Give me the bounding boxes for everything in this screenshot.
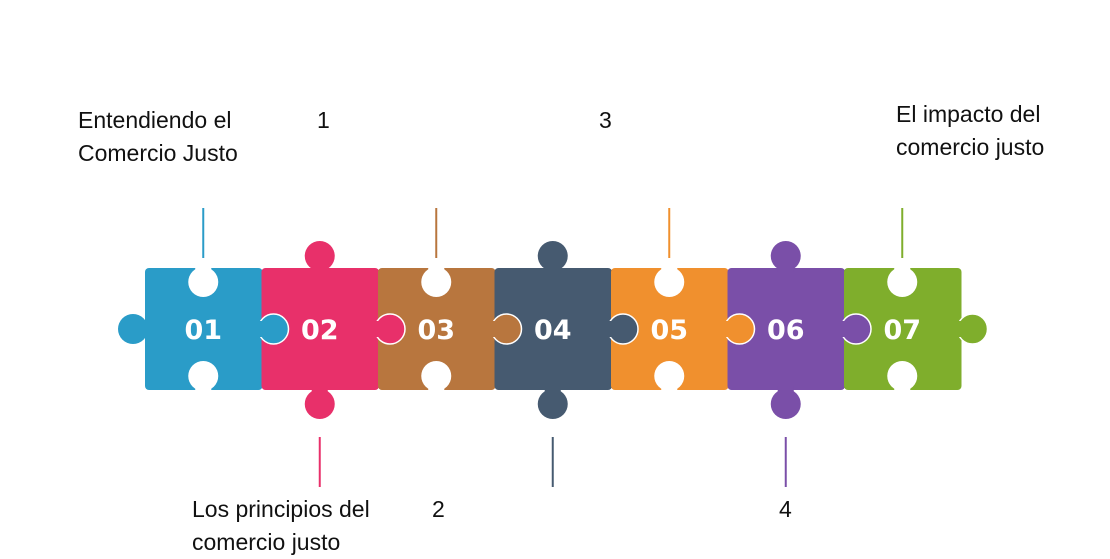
piece-number-05: 05 bbox=[650, 315, 688, 346]
puzzle-hole-neck-01 bbox=[195, 266, 212, 276]
puzzle-knob-neck-01 bbox=[255, 321, 268, 337]
puzzle-knob-neck-06 bbox=[838, 321, 850, 337]
puzzle-hole-neck-01 bbox=[195, 382, 212, 392]
puzzle-knob-neck-04 bbox=[544, 262, 561, 272]
piece-number-06: 06 bbox=[767, 315, 805, 346]
puzzle-piece-05 bbox=[611, 268, 729, 390]
puzzle-piece-03 bbox=[378, 268, 496, 390]
piece-number-04: 04 bbox=[534, 315, 572, 346]
puzzle-piece-04 bbox=[494, 268, 612, 390]
puzzle-knob-neck-06 bbox=[777, 262, 794, 272]
puzzle-piece-02 bbox=[261, 268, 379, 390]
puzzle-hole-neck-07 bbox=[894, 266, 911, 276]
piece-number-07: 07 bbox=[883, 315, 921, 346]
puzzle-knob-neck-01 bbox=[139, 321, 149, 337]
puzzle-knob-bottom-06 bbox=[770, 389, 801, 419]
label-2: 2 bbox=[432, 496, 445, 522]
puzzle-hole-neck-03 bbox=[428, 266, 445, 276]
puzzle-knob-bottom-04 bbox=[537, 389, 568, 419]
puzzle-hole-neck-07 bbox=[894, 382, 911, 392]
puzzle-knob-neck-04 bbox=[605, 321, 617, 337]
label-3: 3 bbox=[599, 107, 612, 133]
piece-number-01: 01 bbox=[184, 315, 222, 346]
puzzle-hole-neck-05 bbox=[661, 382, 678, 392]
puzzle-hole-neck-05 bbox=[661, 266, 678, 276]
label-4: 4 bbox=[779, 496, 792, 522]
label-impacto: El impacto del comercio justo bbox=[896, 101, 1045, 160]
puzzle-knob-neck-07 bbox=[954, 321, 967, 337]
label-entendiendo: Entendiendo el Comercio Justo bbox=[78, 107, 238, 166]
puzzle-knob-neck-03 bbox=[488, 321, 501, 337]
puzzle-piece-01 bbox=[145, 268, 263, 390]
label-1: 1 bbox=[317, 107, 330, 133]
puzzle-knob-neck-02 bbox=[311, 262, 328, 272]
piece-number-02: 02 bbox=[301, 315, 339, 346]
puzzle-knob-neck-02 bbox=[372, 321, 384, 337]
puzzle-piece-06 bbox=[727, 268, 845, 390]
puzzle-hole-neck-03 bbox=[428, 382, 445, 392]
puzzle-knob-bottom-02 bbox=[304, 389, 335, 419]
puzzle-knob-neck-04 bbox=[544, 386, 561, 396]
puzzle-knob-neck-06 bbox=[777, 386, 794, 396]
puzzle-knob-neck-05 bbox=[721, 321, 734, 337]
puzzle-piece-07 bbox=[844, 268, 962, 390]
piece-number-03: 03 bbox=[417, 315, 455, 346]
puzzle-diagram: 01 02 03 04 05 06 07 bbox=[118, 208, 989, 487]
puzzle-knob-neck-02 bbox=[311, 386, 328, 396]
